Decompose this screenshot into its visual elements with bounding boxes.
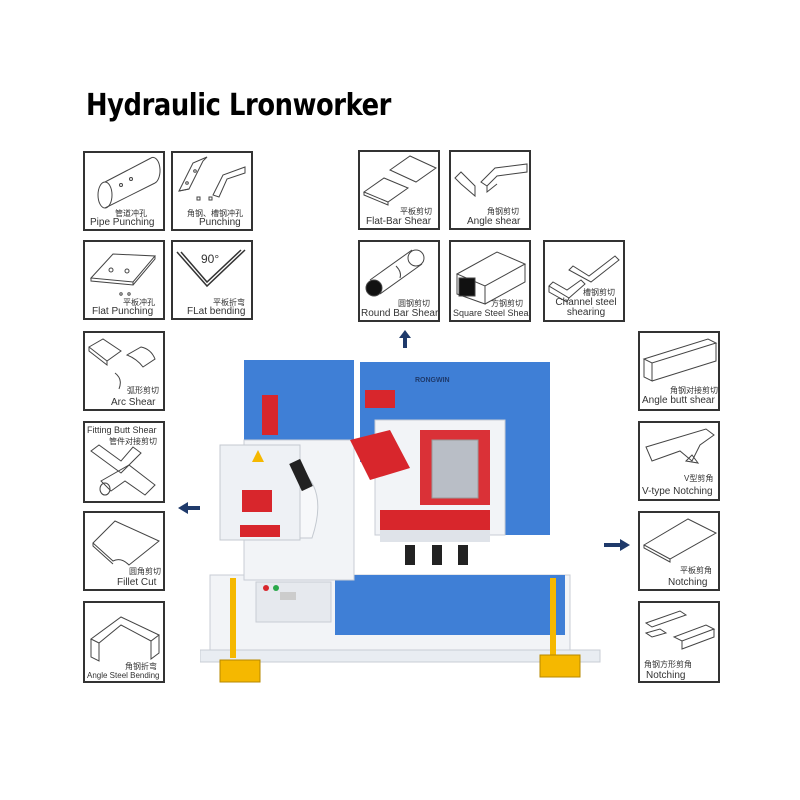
tile-notching: 平板剪角 Notching xyxy=(638,511,720,591)
angle-shear-illustration xyxy=(454,163,528,198)
fillet-cut-cn: 圆角剪切 xyxy=(129,567,161,576)
angle-punching-illustration xyxy=(178,156,246,201)
flat-bar-shear-illustration xyxy=(362,155,437,206)
angle-notching-en: Notching xyxy=(646,670,686,681)
angle-butt-shear-en: Angle butt shear xyxy=(642,395,715,406)
angle-punching-cn: 角钢、槽钢冲孔 xyxy=(187,209,243,218)
flat-punching-illustration xyxy=(89,253,157,296)
fitting-butt-shear-illustration xyxy=(90,444,156,496)
fillet-cut-en: Fillet Cut xyxy=(117,577,157,588)
fillet-cut-illustration xyxy=(92,520,160,566)
arc-shear-illustration xyxy=(88,338,156,390)
tile-fitting-butt-shear: Fitting Butt Shear 管件对接剪切 xyxy=(83,421,165,503)
angle-bending-en: Angle Steel Bending xyxy=(87,671,160,680)
channel-shear-en: Channel steel shearing xyxy=(555,297,617,318)
tile-flat-punching: 平板冲孔 Flat Punching xyxy=(83,240,165,320)
page-title: Hydraulic Lronworker xyxy=(86,88,391,123)
tile-angle-butt-shear: 角钢对接剪切 Angle butt shear xyxy=(638,331,720,411)
angle-bending-cn: 角钢折弯 xyxy=(125,662,157,671)
flat-bending-angle: 90° xyxy=(201,252,220,266)
tile-flat-bending: 90° 平板折弯 FLat bending xyxy=(171,240,253,320)
angle-butt-shear-illustration xyxy=(642,338,718,382)
angle-punching-en: Punching xyxy=(199,217,241,228)
fitting-butt-shear-en: Fitting Butt Shear xyxy=(87,425,157,435)
round-bar-shear-cn: 圆钢剪切 xyxy=(398,299,430,308)
angle-shear-cn: 角钢剪切 xyxy=(487,207,519,216)
tile-angle-notching: 角钢方形剪角 Notching xyxy=(638,601,720,683)
tile-square-steel-shear: 方钢剪切 Square Steel Shear xyxy=(449,240,531,322)
ironworker-machine: RONGWIN xyxy=(200,360,601,683)
pipe-punching-cn: 管道冲孔 xyxy=(115,209,147,218)
angle-shear-en: Angle shear xyxy=(467,216,521,227)
tile-flat-bar-shear: 平板剪切 Flat-Bar Shear xyxy=(358,150,440,230)
arrow-left-icon xyxy=(178,502,200,514)
tile-pipe-punching: 管道冲孔 Pipe Punching xyxy=(83,151,165,231)
flat-bending-en: FLat bending xyxy=(187,306,246,317)
fitting-butt-shear-cn: 管件对接剪切 xyxy=(109,437,157,446)
tile-arc-shear: 弧形剪切 Arc Shear xyxy=(83,331,165,411)
flat-bar-shear-en: Flat-Bar Shear xyxy=(366,216,432,227)
brand-label: RONGWIN xyxy=(415,377,450,384)
angle-butt-shear-cn: 角钢对接剪切 xyxy=(670,386,718,395)
flat-bar-shear-cn: 平板剪切 xyxy=(400,207,432,216)
pipe-punching-illustration xyxy=(97,156,161,209)
notching-illustration xyxy=(642,518,718,563)
arrow-up-icon xyxy=(399,330,411,348)
tile-v-type-notching: V型剪角 V-type Notching xyxy=(638,421,720,501)
flat-bending-illustration xyxy=(176,249,246,288)
pipe-punching-en: Pipe Punching xyxy=(90,217,155,228)
v-notching-illustration xyxy=(645,428,715,464)
angle-bending-illustration xyxy=(90,616,160,662)
arc-shear-en: Arc Shear xyxy=(111,397,156,408)
angle-notching-illustration xyxy=(644,610,716,650)
round-bar-shear-en: Round Bar Shear xyxy=(361,308,439,319)
tile-angle-shear: 角钢剪切 Angle shear xyxy=(449,150,531,230)
tile-fillet-cut: 圆角剪切 Fillet Cut xyxy=(83,511,165,591)
square-steel-shear-en: Square Steel Shear xyxy=(453,308,531,318)
notching-en: Notching xyxy=(668,577,708,588)
tile-channel-steel-shearing: 槽钢剪切 Channel steel shearing xyxy=(543,240,625,322)
channel-shear-cn: 槽钢剪切 xyxy=(583,288,615,297)
arrow-right-icon xyxy=(604,539,630,551)
tile-angle-steel-bending: 角钢折弯 Angle Steel Bending xyxy=(83,601,165,683)
v-notching-en: V-type Notching xyxy=(642,486,713,497)
angle-notching-cn: 角钢方形剪角 xyxy=(644,660,692,669)
channel-shear-illustration xyxy=(548,255,620,303)
flat-punching-cn: 平板冲孔 xyxy=(123,298,155,307)
square-steel-shear-cn: 方钢剪切 xyxy=(491,299,523,308)
tile-angle-channel-punching: 角钢、槽钢冲孔 Punching xyxy=(171,151,253,231)
arc-shear-cn: 弧形剪切 xyxy=(127,386,159,395)
flat-punching-en: Flat Punching xyxy=(92,306,154,317)
square-steel-shear-illustration xyxy=(455,251,527,305)
flat-bending-cn: 平板折弯 xyxy=(213,298,245,307)
notching-cn: 平板剪角 xyxy=(680,566,712,575)
v-notching-cn: V型剪角 xyxy=(684,474,714,483)
round-bar-shear-illustration xyxy=(365,249,425,297)
tile-round-bar-shear: 圆钢剪切 Round Bar Shear xyxy=(358,240,440,322)
